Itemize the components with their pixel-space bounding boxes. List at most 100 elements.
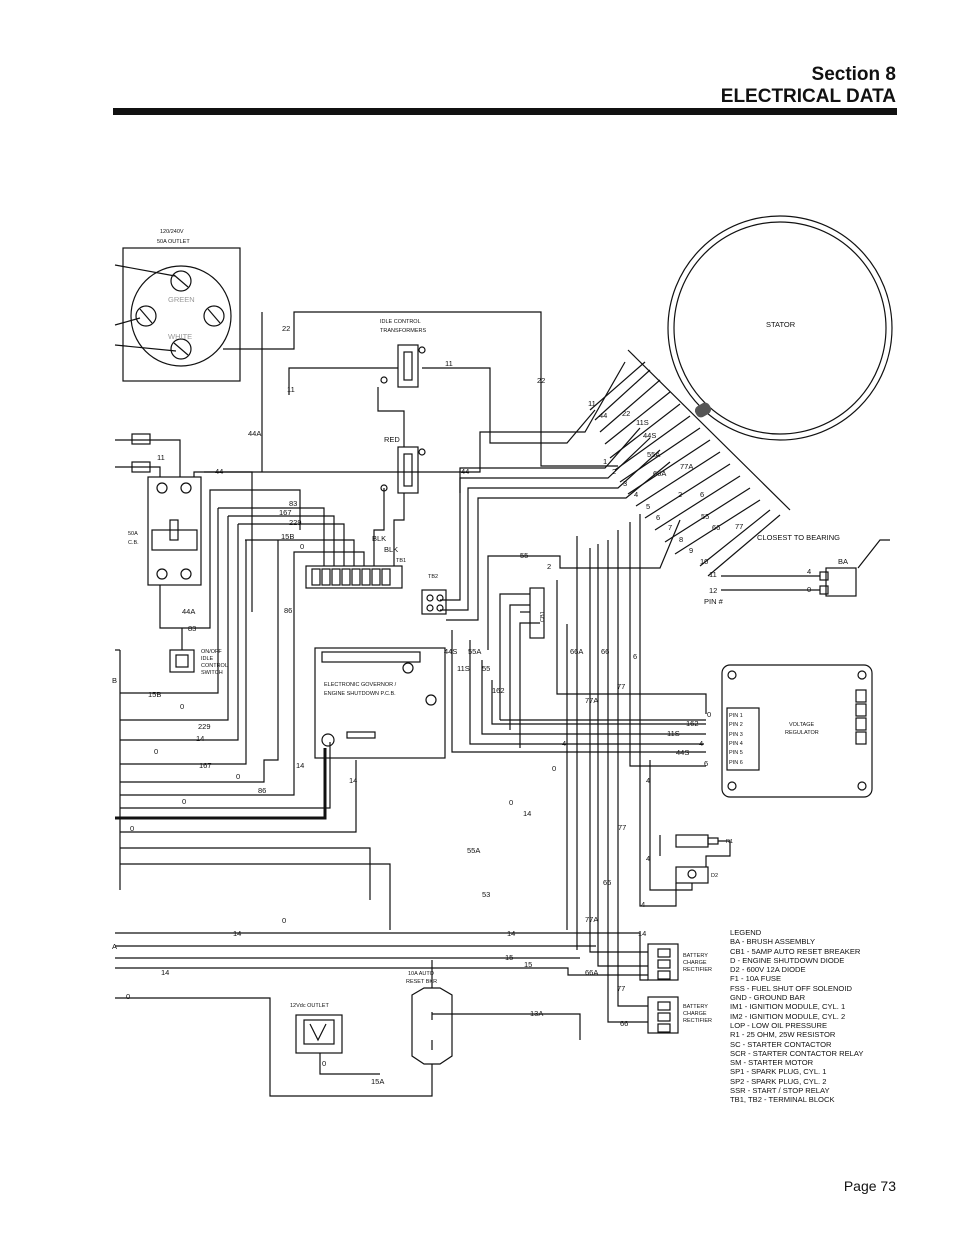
legend-item: IM1 - IGNITION MODULE, CYL. 1 [730,1002,846,1012]
svg-text:4: 4 [646,776,650,785]
idle-ctrl-label1: IDLE CONTROL [380,319,421,325]
svg-text:BLK: BLK [372,534,386,543]
idle-control-switch: ON/OFF IDLE CONTROL SWITCH [169,649,228,676]
svg-text:77A: 77A [680,462,693,471]
svg-text:TB2: TB2 [428,574,438,580]
voltage-regulator: VOLTAGE REGULATOR PIN 1 PIN 2 PIN 3 PIN … [721,664,873,798]
svg-text:6: 6 [704,759,708,768]
svg-text:4: 4 [807,567,811,576]
outlet-name: 50A OUTLET [157,239,190,245]
svg-text:44A: 44A [182,607,195,616]
svg-text:77A: 77A [585,696,598,705]
legend-item: IM2 - IGNITION MODULE, CYL. 2 [730,1011,846,1021]
svg-text:11: 11 [157,453,165,462]
svg-text:RECTIFIER: RECTIFIER [683,1018,712,1024]
svg-text:4: 4 [641,900,645,909]
svg-text:11: 11 [588,399,596,408]
svg-text:14: 14 [523,809,531,818]
svg-text:83: 83 [289,499,297,508]
svg-text:5: 5 [646,502,650,511]
svg-text:0: 0 [707,710,711,719]
svg-text:11S: 11S [457,664,470,673]
stator: STATOR [589,215,893,577]
legend-item: F1 - 10A FUSE [730,974,782,984]
svg-text:PIN 6: PIN 6 [729,760,743,766]
svg-text:6: 6 [700,490,704,499]
svg-text:2: 2 [547,562,551,571]
section-title: ELECTRICAL DATA [720,86,896,107]
svg-text:SWITCH: SWITCH [201,670,223,676]
legend-item: BA - BRUSH ASSEMBLY [730,937,816,947]
page-number: Page 73 [843,1178,896,1194]
svg-text:14: 14 [233,929,241,938]
svg-text:0: 0 [282,916,286,925]
svg-text:77: 77 [618,823,626,832]
svg-text:0: 0 [807,585,811,594]
svg-text:0: 0 [552,764,556,773]
svg-text:4: 4 [562,739,566,748]
outlet-50a: 120/240V 50A OUTLET GREEN WHITE [114,229,618,467]
svg-text:167: 167 [199,761,212,770]
svg-text:83: 83 [188,624,196,633]
idle-ctrl-label2: TRANSFORMERS [380,328,426,334]
pin-hash-label: PIN # [704,597,724,606]
brush-assembly: CLOSEST TO BEARING BA 4 0 [721,533,890,597]
svg-text:4: 4 [634,490,638,499]
svg-text:14: 14 [296,761,304,770]
svg-text:4: 4 [699,739,703,748]
auto-reset-breaker: 10A AUTO RESET BKR [406,971,453,1065]
svg-text:15: 15 [524,960,532,969]
svg-text:9: 9 [689,546,693,555]
svg-text:53: 53 [482,890,490,899]
svg-text:15B: 15B [281,532,294,541]
svg-text:B: B [112,676,117,685]
svg-text:44: 44 [461,467,469,476]
svg-text:0: 0 [300,542,304,551]
legend-item: TB1, TB2 - TERMINAL BLOCK [730,1095,835,1105]
svg-text:229: 229 [198,722,211,731]
svg-text:15B: 15B [148,690,161,699]
svg-text:CHARGE: CHARGE [683,960,707,966]
svg-text:66A: 66A [585,968,598,977]
legend-item: SM - STARTER MOTOR [730,1058,814,1068]
svg-text:44S: 44S [643,431,656,440]
svg-text:22: 22 [282,324,290,333]
svg-text:22: 22 [622,409,630,418]
outlet-green: GREEN [168,295,195,304]
svg-text:0: 0 [130,824,134,833]
brush-label: BA [838,557,848,566]
legend-item: LOP - LOW OIL PRESSURE [730,1020,828,1030]
svg-text:0: 0 [126,992,130,1001]
svg-text:2: 2 [678,490,682,499]
stator-wire-labels: 11 44 22 11S 44S 55A 66A 77A 2 6 55 66 7… [588,399,743,532]
svg-text:167: 167 [279,508,292,517]
svg-text:77A: 77A [585,915,598,924]
svg-text:14: 14 [349,776,357,785]
legend-item: SC - STARTER CONTACTOR [730,1039,832,1049]
svg-text:0: 0 [509,798,513,807]
svg-text:0: 0 [154,747,158,756]
legend-item: GND - GROUND BAR [730,993,806,1003]
outlet-rating: 120/240V [160,229,184,235]
svg-text:PIN 4: PIN 4 [729,741,743,747]
svg-text:11S: 11S [667,729,680,738]
svg-text:11: 11 [287,385,295,394]
svg-text:162: 162 [492,686,505,695]
legend: LEGEND BA - BRUSH ASSEMBLY CB1 - 5AMP AU… [730,928,863,1105]
svg-text:PIN 2: PIN 2 [729,722,743,728]
terminal-block-tb1: TB1 [305,558,406,589]
svg-text:44S: 44S [444,647,457,656]
svg-text:66: 66 [603,878,611,887]
svg-text:0: 0 [182,797,186,806]
legend-item: FSS - FUEL SHUT OFF SOLENOID [730,983,852,993]
svg-text:REGULATOR: REGULATOR [785,730,819,736]
cb1-breaker: CB1 [520,587,546,639]
svg-text:50A: 50A [128,531,138,537]
red-label: RED [384,435,400,444]
svg-text:0: 0 [322,1059,326,1068]
svg-text:14: 14 [161,968,169,977]
svg-text:ENGINE SHUTDOWN P.C.B.: ENGINE SHUTDOWN P.C.B. [324,691,396,697]
svg-text:55A: 55A [468,647,481,656]
svg-text:11: 11 [445,359,453,368]
svg-text:44: 44 [215,467,223,476]
